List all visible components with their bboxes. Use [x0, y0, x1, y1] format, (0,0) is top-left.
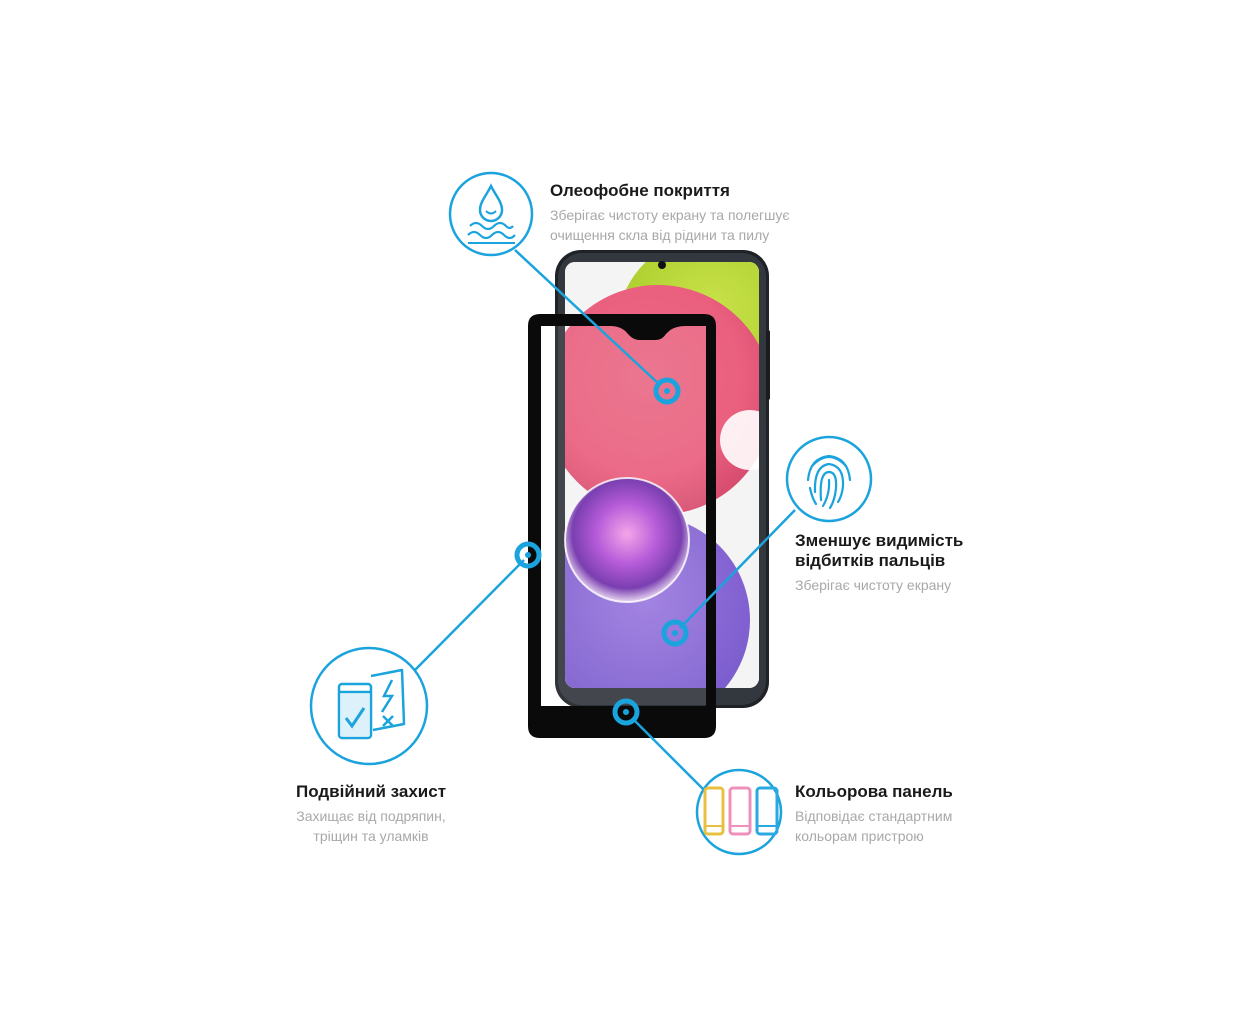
target-marker-double — [514, 541, 542, 569]
target-marker-color — [612, 698, 640, 726]
desc-line: Зберігає чистоту екрану та полегшує — [550, 207, 790, 223]
desc-line: очищення скла від рідини та пилу — [550, 227, 770, 243]
fingerprint-icon — [785, 435, 873, 523]
feature-description: Захищає від подряпин, тріщин та уламків — [286, 806, 456, 846]
water-drop-icon — [448, 171, 534, 257]
title-line: відбитків пальців — [795, 551, 946, 570]
feature-fingerprint: Зменшує видимість відбитків пальців Збер… — [795, 531, 995, 595]
feature-double-protection: Подвійний захист Захищає від подряпин, т… — [286, 782, 456, 846]
connector-lines — [414, 249, 796, 795]
feature-title: Подвійний захист — [295, 782, 447, 801]
feature-oleophobic: Олеофобне покриття Зберігає чистоту екра… — [550, 181, 830, 245]
target-marker-oleophobic — [653, 377, 681, 405]
desc-line: кольорам пристрою — [795, 828, 924, 844]
desc-line: Відповідає стандартним — [795, 808, 953, 824]
feature-description: Відповідає стандартним кольорам пристрою — [795, 806, 995, 846]
feature-title: Олеофобне покриття — [550, 181, 730, 200]
screen-protector-glass — [528, 314, 716, 738]
feature-title: Зменшує видимість відбитків пальців — [795, 531, 995, 571]
desc-line: тріщин та уламків — [313, 828, 429, 844]
double-protection-icon — [309, 646, 429, 766]
feature-description: Зберігає чистоту екрану — [795, 575, 995, 595]
feature-description: Зберігає чистоту екрану та полегшує очищ… — [550, 205, 830, 245]
desc-line: Зберігає чистоту екрану — [795, 577, 952, 593]
desc-line: Захищає від подряпин, — [296, 808, 446, 824]
title-line: Зменшує видимість — [795, 531, 964, 550]
color-phones-icon — [695, 768, 783, 856]
feature-title: Кольорова панель — [795, 782, 953, 801]
target-marker-fingerprint — [661, 619, 689, 647]
feature-color-panel: Кольорова панель Відповідає стандартним … — [795, 782, 995, 846]
